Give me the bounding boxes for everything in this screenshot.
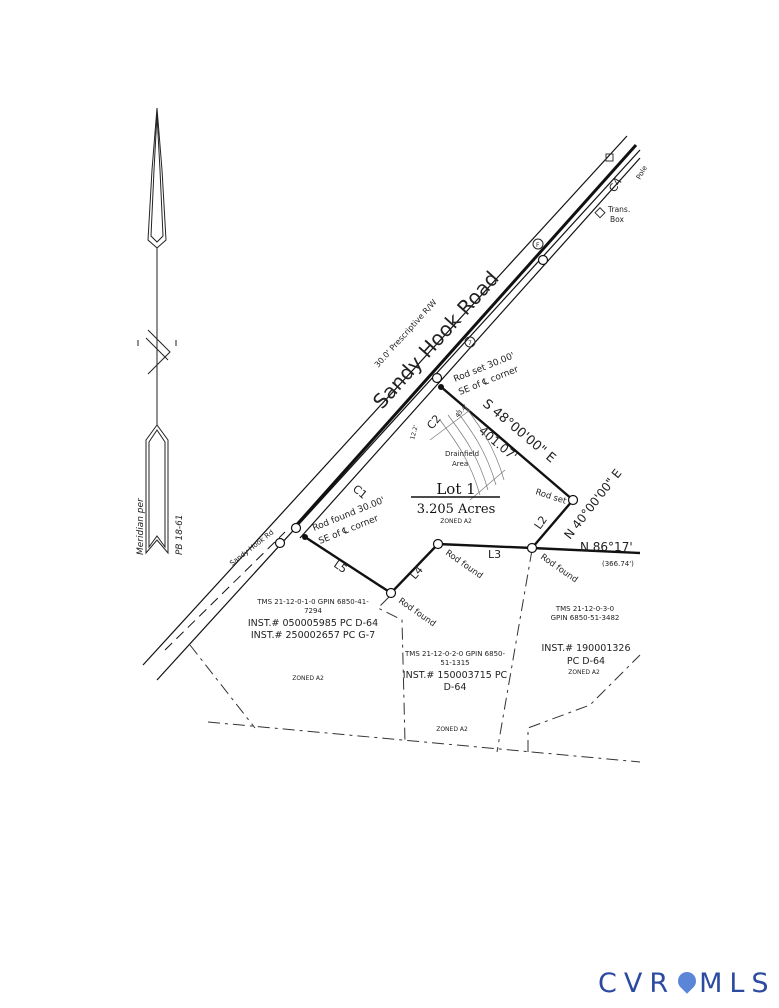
parcel-inst-1: INST.# 050005985 PC D-64: [248, 618, 378, 629]
parcel-zoning: ZONED A2: [436, 726, 468, 733]
drainfield-label-2: Area: [452, 460, 468, 468]
curve-c2: C2: [424, 412, 443, 432]
adjoiner-lines: [189, 549, 641, 763]
north-arrow: [137, 107, 177, 555]
parcel-tms-2: 51-1315: [440, 659, 469, 667]
distance-366: (366.74'): [602, 560, 634, 568]
lot-zoning: ZONED A2: [440, 518, 472, 525]
parcel-zoning: ZONED A2: [568, 669, 600, 676]
parcel-tms: TMS 21-12-0-3-0: [555, 605, 614, 613]
parcel-south: TMS 21-12-0-2-0 GPIN 6850- 51-1315 INST.…: [403, 650, 508, 733]
plat-book-label: PB 18-61: [175, 514, 185, 555]
parcel-east: TMS 21-12-0-3-0 GPIN 6850-51-3482 INST.#…: [541, 605, 630, 676]
parcel-inst-1: INST.# 190001326: [541, 643, 630, 654]
parcel-tms: TMS 21-12-0-1-0 GPIN 6850-41-: [256, 598, 369, 606]
lot-name: Lot 1: [436, 480, 475, 498]
parcel-zoning: ZONED A2: [292, 675, 324, 682]
parcel-inst-2: PC D-64: [567, 656, 605, 667]
rod-set-dot: [438, 384, 444, 390]
meridian-label: Meridian per: [136, 497, 146, 555]
parcel-west: TMS 21-12-0-1-0 GPIN 6850-41- 7294 INST.…: [248, 598, 378, 682]
logo-text-1: CVR: [598, 968, 676, 999]
parcel-inst-2: INST.# 250002657 PC G-7: [251, 630, 375, 641]
drainfield-dim-1: 43.4': [454, 403, 469, 419]
bearing-n86: N 86°17': [580, 540, 633, 554]
rod-found-label-l5: Rod found: [396, 596, 437, 629]
rod-found-label-l4: Rod found: [443, 548, 484, 581]
route-marker-2-label: F: [536, 242, 540, 249]
drainfield-area: [429, 404, 506, 501]
parcel-inst-1: INST.# 150003715 PC: [403, 670, 508, 681]
route-marker-2: [532, 238, 544, 250]
cvrmls-logo: CVR MLS: [598, 968, 776, 999]
drainfield-dim-2: 12.2': [409, 424, 420, 441]
trans-box-icon: [594, 207, 606, 219]
route-marker-label: 7: [468, 340, 472, 347]
line-l4: L4: [407, 564, 425, 582]
route-marker: [464, 336, 476, 348]
parcel-tms-2: GPIN 6850-51-3482: [551, 614, 620, 622]
line-l5: L5: [331, 558, 349, 576]
rod-found-dot: [302, 534, 308, 540]
trans-box-label: Trans.: [607, 205, 630, 214]
rod-found-label-l3: Rod found: [538, 552, 579, 585]
lot-boundary: [304, 385, 641, 595]
parcel-tms-2: 7294: [304, 607, 322, 615]
road-name: Sandy Hook Road: [368, 266, 504, 413]
lot-acres: 3.205 Acres: [417, 502, 496, 517]
line-l2: L2: [532, 514, 550, 532]
pole-label: Pole: [635, 164, 649, 181]
pole-icon: [605, 153, 614, 162]
parcel-tms: TMS 21-12-0-2-0 GPIN 6850-: [404, 650, 505, 658]
trans-box-label-2: Box: [610, 215, 625, 224]
drainfield-label: Drainfield: [445, 450, 479, 458]
monuments: [274, 254, 579, 599]
location-pin-icon: [674, 968, 700, 994]
road-lines: [142, 135, 641, 681]
logo-text-2: MLS: [699, 968, 776, 999]
parcel-inst-2: D-64: [444, 682, 467, 693]
curve-c1: C1: [350, 482, 370, 501]
curve-c4: C4: [606, 175, 625, 194]
line-l3: L3: [488, 548, 501, 561]
